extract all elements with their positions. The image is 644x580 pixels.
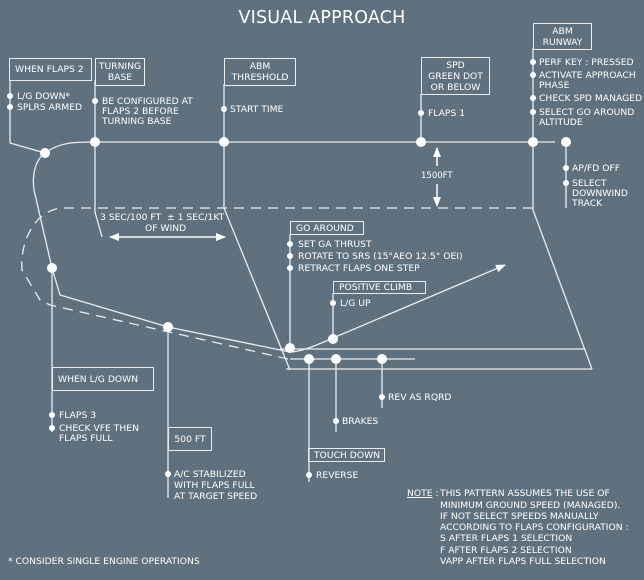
item-brakes: BRAKES — [342, 416, 379, 427]
note-line: IF NOT SELECT SPEEDS MANUALLY — [440, 511, 599, 522]
node-turning-base — [90, 137, 100, 147]
node-flaps-2 — [40, 148, 50, 158]
page-title: VISUAL APPROACH — [238, 8, 406, 28]
go-around-path — [332, 264, 506, 339]
node-go-around — [285, 343, 295, 353]
timing-label-wind: OF WIND — [145, 223, 187, 234]
footnote: * CONSIDER SINGLE ENGINE OPERATIONS — [8, 556, 200, 567]
node-lg-down — [47, 263, 57, 273]
positive-climb-box: POSITIVE CLIMB — [333, 281, 426, 294]
node-spd — [416, 137, 426, 147]
item-lg-down: L/G DOWN* — [17, 91, 71, 102]
altitude-label: 1500FT — [421, 171, 453, 181]
note-line: VAPP AFTER FLAPS FULL SELECTION — [440, 556, 606, 567]
item-track: TRACK — [572, 198, 603, 209]
item-reverse: REVERSE — [316, 470, 359, 481]
500ft-box: 500 FT — [168, 427, 212, 451]
threshold-slant-line — [223, 142, 291, 371]
base-turn-line — [32, 152, 291, 353]
runway-side-line — [532, 142, 593, 370]
item-with-flaps-full: WITH FLAPS FULL — [174, 480, 255, 491]
item-retract-flaps: RETRACT FLAPS ONE STEP — [298, 263, 420, 274]
item-rev-as-rqrd: REV AS RQRD — [388, 392, 452, 403]
note-line: S AFTER FLAPS 1 SELECTION — [440, 533, 573, 544]
item-downwind: DOWNWIND — [572, 188, 629, 199]
note-line: ACCORDING TO FLAPS CONFIGURATION : — [440, 522, 629, 533]
item-altitude: ALTITUDE — [539, 117, 583, 128]
item-be-configured: BE CONFIGURED AT — [102, 96, 193, 107]
note-line: F AFTER FLAPS 2 SELECTION — [440, 545, 572, 556]
item-flaps-2-before: FLAPS 2 BEFORE — [102, 106, 179, 117]
item-turning-base: TURNING BASE — [102, 116, 172, 127]
item-phase: PHASE — [539, 80, 570, 91]
item-start-time: START TIME — [230, 104, 284, 115]
node-500ft — [163, 322, 173, 332]
item-ap-fd-off: AP/FD OFF — [572, 163, 621, 174]
item-check-spd: CHECK SPD MANAGED — [539, 93, 643, 104]
timing-label: 3 SEC/100 FT ± 1 SEC/1KT — [100, 212, 225, 223]
downwind-leg-line — [44, 141, 555, 154]
when-flaps-2-connector — [9, 142, 46, 154]
node-positive-climb — [328, 334, 338, 344]
node-rev — [377, 354, 387, 364]
item-perf-key: PERF KEY : PRESSED — [539, 57, 634, 68]
node-brakes — [331, 354, 341, 364]
item-rotate-srs: ROTATE TO SRS (15°AEO 12.5° OEI) — [298, 251, 463, 262]
item-splrs-armed: SPLRS ARMED — [17, 102, 83, 113]
go-around-box: GO AROUND — [290, 221, 364, 235]
item-flaps-1: FLAPS 1 — [428, 108, 466, 119]
note-line: THIS PATTERN ASSUMES THE USE OF — [440, 488, 610, 499]
node-touch-down — [304, 354, 314, 364]
item-ac-stabilized: A/C STABILIZED — [174, 469, 246, 480]
touch-down-box: TOUCH DOWN — [308, 448, 385, 462]
note-heading: NOTE : — [407, 488, 442, 499]
item-check-vfe: CHECK VFE THEN — [59, 423, 139, 434]
note-line: MINIMUM GROUND SPEED (MANAGED). — [440, 500, 621, 511]
when-flaps-2-box: WHEN FLAPS 2 — [9, 58, 92, 81]
timing-bracket-left — [94, 211, 103, 238]
when-lg-down-box: WHEN L/G DOWN — [52, 367, 154, 391]
node-after-runway — [561, 137, 571, 147]
node-abm-runway — [528, 137, 538, 147]
node-abm-threshold — [219, 137, 229, 147]
item-set-ga-thrust: SET GA THRUST — [298, 239, 372, 250]
item-select-ga-alt: SELECT GO AROUND — [539, 107, 635, 118]
item-lg-up: L/G UP — [340, 298, 371, 309]
item-activate-approach: ACTIVATE APPROACH — [539, 70, 636, 81]
final-approach-line — [289, 337, 334, 353]
dashed-pattern-line — [21, 207, 533, 360]
item-flaps-3: FLAPS 3 — [59, 410, 97, 421]
item-select-downwind: SELECT — [572, 178, 607, 189]
item-target-speed: AT TARGET SPEED — [174, 491, 258, 502]
item-flaps-full: FLAPS FULL — [59, 433, 113, 444]
